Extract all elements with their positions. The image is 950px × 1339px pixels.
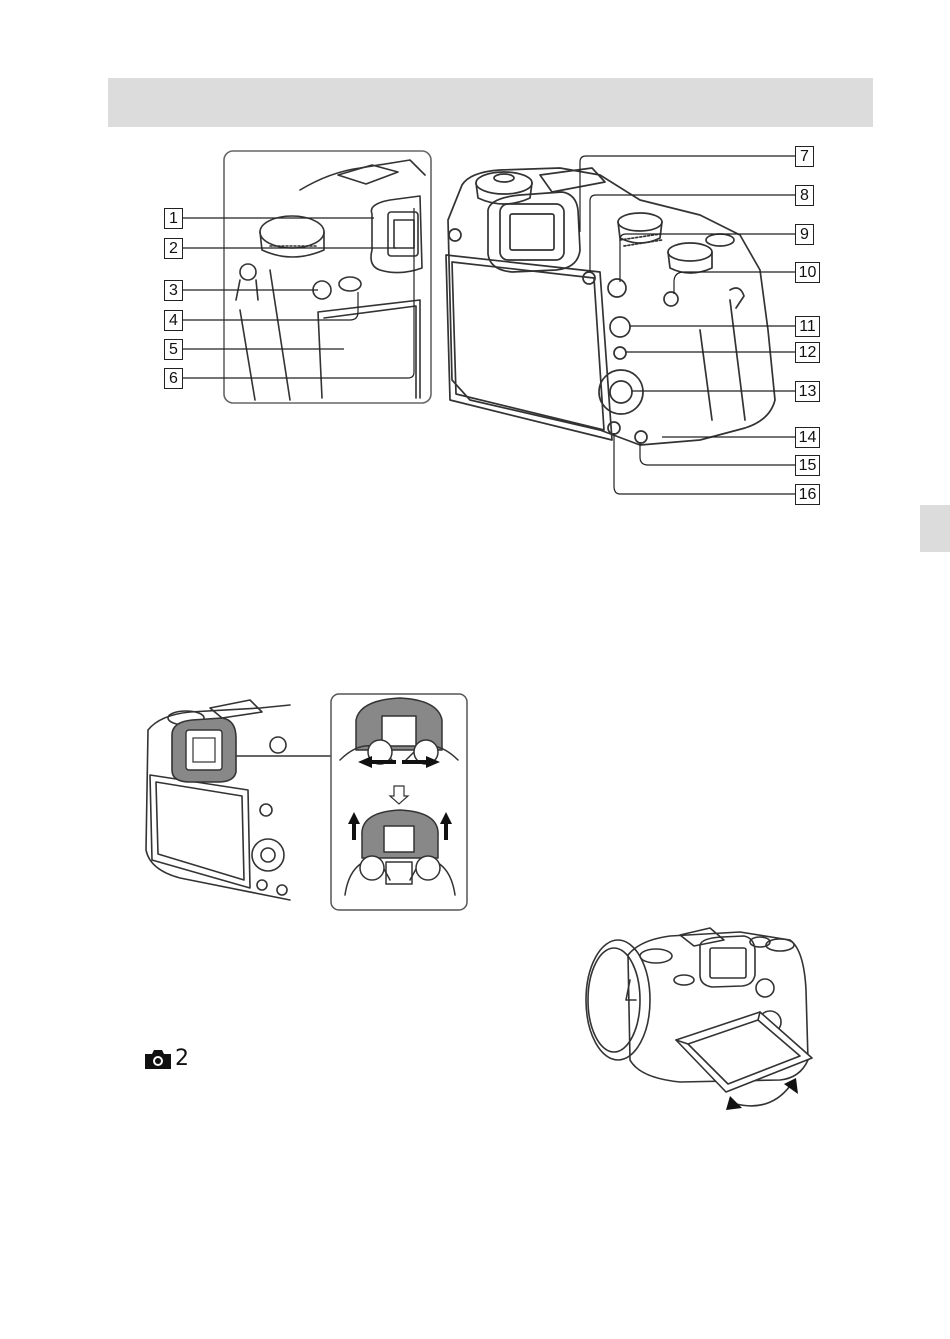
callout-1: 1 [164, 208, 183, 229]
callout-16: 16 [795, 484, 820, 505]
eyecup-removal-diagram [0, 680, 950, 940]
callout-14: 14 [795, 427, 820, 448]
callout-3: 3 [164, 280, 183, 301]
callout-8: 8 [795, 185, 814, 206]
tilt-monitor-diagram [0, 910, 950, 1130]
callout-11: 11 [795, 316, 820, 337]
callout-2: 2 [164, 238, 183, 259]
callout-6: 6 [164, 368, 183, 389]
callout-13: 13 [795, 381, 820, 402]
callout-9: 9 [795, 224, 814, 245]
callout-7: 7 [795, 146, 814, 167]
callout-4: 4 [164, 310, 183, 331]
callout-15: 15 [795, 455, 820, 476]
callout-5: 5 [164, 339, 183, 360]
callout-10: 10 [795, 262, 820, 283]
callout-12: 12 [795, 342, 820, 363]
